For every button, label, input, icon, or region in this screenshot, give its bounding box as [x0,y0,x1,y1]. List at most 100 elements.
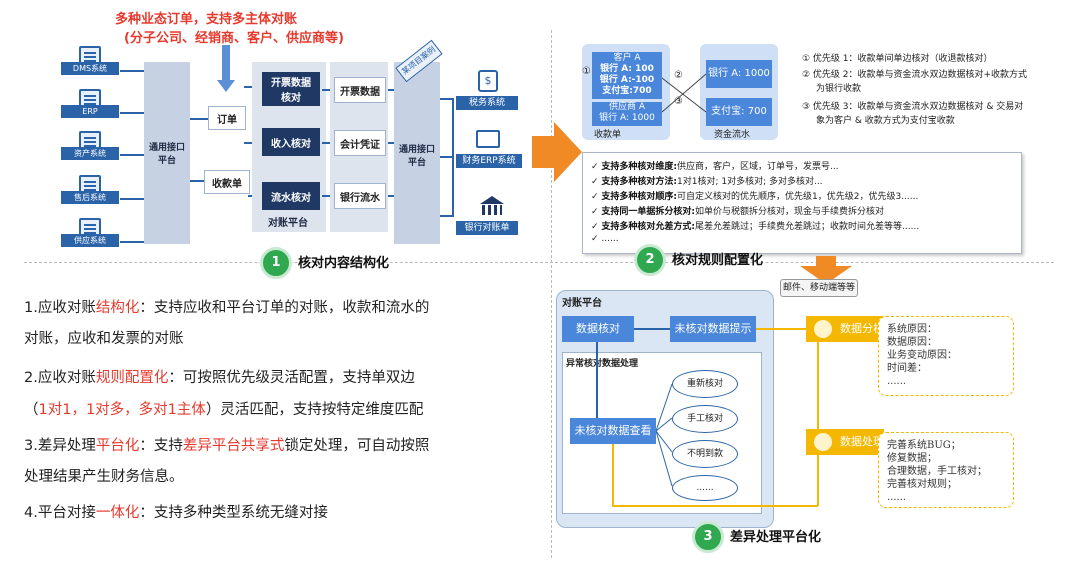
connector [440,98,454,100]
processing-line: 完善核对规则； [887,479,957,490]
match-lines [662,73,707,113]
connector [388,142,396,144]
unmatched-view-box: 未核对数据查看 [570,418,656,444]
priority-1: ① 优先级 1：收款单间单边核对（收退款核对） [802,54,993,64]
connector [612,505,818,507]
check-bold: 支持多种核对维度: [601,162,678,172]
alipay-box: 支付宝: 700 [706,98,772,126]
connector [120,241,144,243]
interface-platform-right [394,62,440,244]
analysis-line: 数据原因： [887,337,937,348]
note-arrow-head [217,80,235,92]
text: 4.平台对接 [24,505,96,521]
customer-box: 客户 A 银行 A: 100 银行 A:-100 支付宝:700 [592,52,662,99]
point-line-6: 处理结果产生财务信息。 [24,465,184,486]
supplier-line: 供应商 A [608,102,646,112]
point-line-4: （1对1，1对多，多对1主体）灵活匹配，支持按特定维度匹配 [24,398,423,419]
connector [612,444,614,506]
text: 对账，应收和发票的对账 [24,331,184,347]
horizontal-divider [24,262,1054,263]
connector [120,154,144,156]
text: ：支持多种类型系统无缝对接 [139,505,328,521]
vertical-divider [551,30,552,558]
connector [596,342,598,418]
customer-line: 支付宝:700 [602,86,652,96]
point-line-3: 2.应收对账规则配置化：可按照优先级灵活配置，支持单双边 [24,366,415,387]
text: 2.应收对账 [24,370,96,386]
priority-3: ③ 优先级 3：收款单与资金流水双边数据核对 & 交易对 [802,102,1024,112]
interface-platform-left-label: 通用接口平台 [148,143,185,166]
processing-button: 数据处理 [806,429,884,455]
invoice-check-box: 开票数据核对 [262,72,320,106]
exception-platform-label: 对账平台 [562,298,602,309]
invoice-data-box: 开票数据 [334,77,386,103]
check-text: ...... [601,234,619,244]
target-tax: 税务系统 [456,96,518,110]
analysis-label: 数据分析 [840,322,884,335]
highlight: 平台化 [95,438,140,454]
processing-line: 完善系统BUG； [887,440,961,451]
customer-line: 银行 A:-100 [599,75,655,85]
marker-1: ① [582,66,591,77]
analysis-line: ...... [887,376,907,387]
marker-3: ③ [674,96,683,107]
processing-line: ...... [887,492,907,503]
system-label-supply: 供应系统 [61,234,119,247]
connector [120,198,144,200]
check-bold: 支持多种核对允差方式: [601,222,696,232]
text: （ [24,402,39,418]
check-text: 尾差允差跳过；手续费允差跳过；收款时间允差等等...... [695,222,920,232]
option-connectors [656,383,673,487]
supplier-box: 供应商 A 银行 A: 1000 [592,102,662,126]
check-item: ✓ 支持同一单据拆分核对:如单价与税额拆分核对，现金与手续费拆分核对 [591,207,885,217]
connector [756,328,808,330]
priority-3b: 象为客户 & 收款方式为支付宝收款 [816,116,955,126]
check-text: 如单价与税额拆分核对，现金与手续费拆分核对 [695,207,885,217]
connector [817,342,819,506]
check-item: ✓ 支持多种核对方法:1对1核对; 1对多核对; 多对多核对... [591,177,823,187]
text: ：支持应收和平台订单的对账，收款和流水的 [139,300,430,316]
option-unknown: 不明到款 [672,440,738,468]
analysis-line: 时间差： [887,363,927,374]
analysis-button: 数据分析 [806,316,884,342]
text: ：可按照优先级灵活配置，支持单双边 [168,370,415,386]
bank-flow-box: 银行流水 [334,183,386,209]
user-icon [814,433,832,451]
point-line-7: 4.平台对接一体化：支持多种类型系统无缝对接 [24,501,328,522]
point-line-1: 1.应收对账结构化：支持应收和平台订单的对账，收款和流水的 [24,296,429,317]
system-label-dms: DMS系统 [61,62,119,75]
system-label-erp: ERP [61,105,119,118]
connector [190,180,208,182]
revenue-check-box: 收入核对 [262,128,320,156]
processing-line: 修复数据； [887,453,937,464]
option-more: ...... [672,475,738,501]
option-recheck: 重新核对 [672,370,738,398]
tax-icon: $ [478,70,498,92]
supplier-line: 银行 A: 1000 [599,113,655,123]
connector [388,195,396,197]
priority-2: ② 优先级 2：收款单与资金流水双边数据核对+收款方式 [802,70,1028,80]
option-manual: 手工核对 [672,405,738,433]
analysis-detail: 系统原因： 数据原因： 业务变动原因： 时间差： ...... [878,316,1014,396]
top-note-line1: 多种业态订单，支持多主体对账 [115,12,298,27]
check-item: ✓ 支持多种核对允差方式:尾差允差跳过；手续费允差跳过；收款时间允差等等....… [591,222,920,232]
section-3-title: 差异处理平台化 [730,530,822,545]
receipt-group-label: 收款单 [594,130,622,140]
section-1-title: 核对内容结构化 [298,256,390,271]
target-finance-erp: 财务ERP系统 [456,154,522,168]
text: 处理结果产生财务信息。 [24,469,184,485]
accounting-voucher-box: 会计凭证 [334,130,386,156]
flow-group-label: 资金流水 [714,130,751,140]
point-line-2: 对账，应收和发票的对账 [24,327,184,348]
highlight: 规则配置化 [95,370,169,386]
orange-arrow-right [532,136,556,168]
rule-checklist: ✓ 支持多种核对维度:供应商，客户，区域，订单号，发票号... ✓ 支持多种核对… [582,152,1022,254]
highlight: 结构化 [95,300,140,316]
highlight: 1对1，1对多，多对1主体 [38,402,206,418]
bank-icon-body [482,205,502,215]
text: 3.差异处理 [24,438,96,454]
highlight: 差异平台共享式 [182,438,285,454]
check-item: ✓ 支持多种核对维度:供应商，客户，区域，订单号，发票号... [591,162,839,172]
text: 1.应收对账 [24,300,96,316]
section-2-badge: 2 [634,244,666,276]
